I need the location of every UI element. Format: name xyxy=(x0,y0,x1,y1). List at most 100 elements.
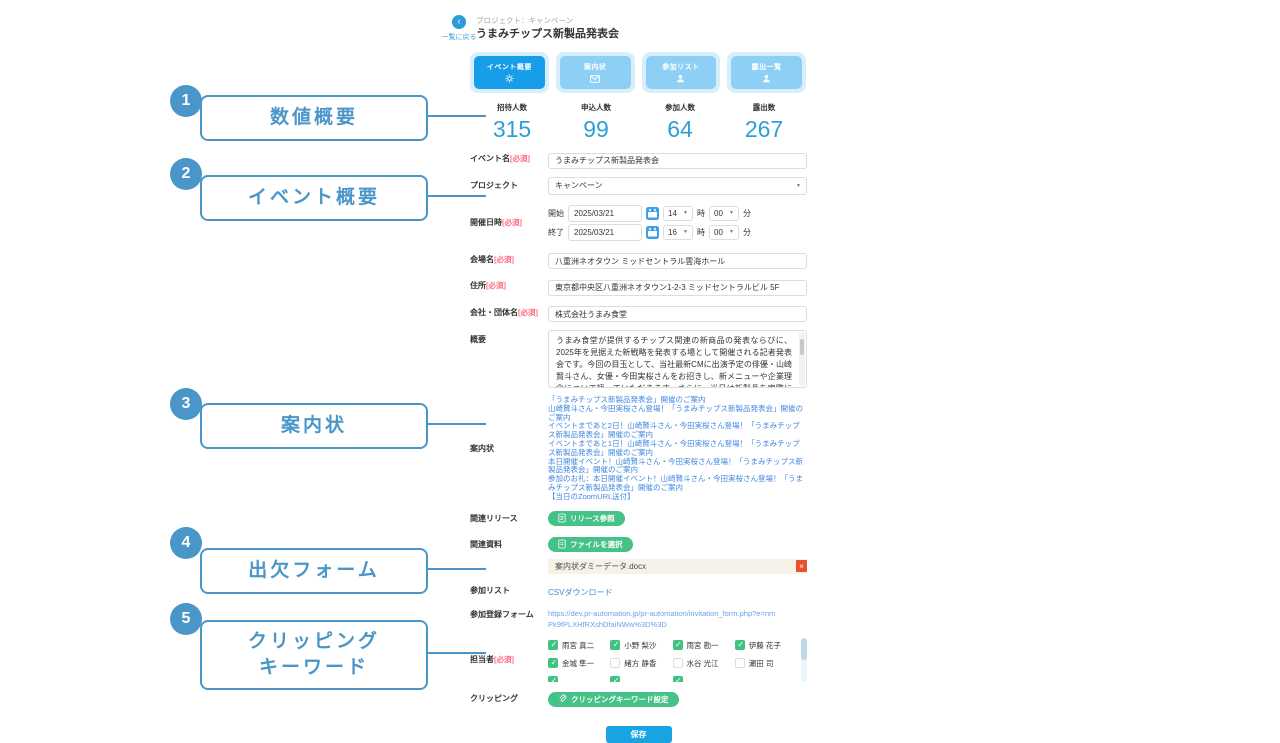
annotation-5-circle: 5 xyxy=(170,603,202,635)
invitation-link[interactable]: 参加のお礼：本日開催イベント！山崎賢斗さん・今田実桜さん登場！「うまみチップス新… xyxy=(548,474,803,492)
registration-form-url[interactable]: https://dev.pr-automation.jp/pr-automati… xyxy=(548,608,776,629)
annotation-2-box: イベント概要 xyxy=(200,175,428,221)
overview-label: 概要 xyxy=(470,335,486,344)
required-marker: [必須] xyxy=(494,654,514,664)
annotation-3-box: 案内状 xyxy=(200,403,428,449)
checkbox[interactable] xyxy=(734,658,745,669)
invitation-links: 「うまみチップス新製品発表会」開催のご案内 山崎賢斗さん・今田実桜さん登場！「う… xyxy=(548,395,807,502)
staff-checkbox-item[interactable] xyxy=(672,674,733,682)
invitation-link[interactable]: 山崎賢斗さん・今田実桜さん登場！「うまみチップス新製品発表会」開催のご案内 xyxy=(548,403,803,422)
required-marker: [必須] xyxy=(518,307,538,317)
venue-input[interactable] xyxy=(548,253,807,269)
invitation-link[interactable]: 本日開催イベント！山崎賢斗さん・今田実桜さん登場！「うまみチップス新製品発表会」… xyxy=(548,456,803,475)
release-label: 関連リリース xyxy=(470,513,518,523)
annotation-3-circle: 3 xyxy=(170,388,202,420)
event-name-label: イベント名 xyxy=(470,154,510,164)
project-label: プロジェクト xyxy=(470,180,518,190)
required-marker: [必須] xyxy=(494,254,514,264)
annotation-1-box: 数値概要 xyxy=(200,95,428,141)
chevron-down-icon: ▼ xyxy=(729,210,734,216)
hour-unit: 時 xyxy=(697,208,705,218)
invitation-link[interactable]: 「うまみチップス新製品発表会」開催のご案内 xyxy=(548,395,706,404)
company-label: 会社・団体名 xyxy=(470,307,518,317)
invitation-label: 案内状 xyxy=(470,443,494,453)
back-button[interactable]: ‹ xyxy=(452,15,466,29)
checkbox[interactable] xyxy=(734,640,745,651)
staff-checkbox-item[interactable]: 瀬田 司 xyxy=(734,656,795,671)
tab-participant-list-glow: 参加リスト xyxy=(641,52,721,93)
staff-checkbox-item[interactable]: 金城 隼一 xyxy=(548,656,608,671)
end-label: 終了 xyxy=(548,227,564,237)
checkbox[interactable] xyxy=(672,658,683,669)
tab-event-overview-glow: イベント概要 xyxy=(470,52,549,93)
start-date-input[interactable]: 2025/03/21 xyxy=(568,204,642,222)
staff-checkbox-item[interactable]: 水谷 光江 xyxy=(672,656,733,671)
annotation-1-circle: 1 xyxy=(170,85,202,117)
checkbox[interactable] xyxy=(548,676,558,682)
minute-unit: 分 xyxy=(743,227,751,237)
tab-event-overview[interactable]: イベント概要 xyxy=(474,56,545,89)
annotation-2-circle: 2 xyxy=(170,158,202,190)
staff-checkbox-item[interactable]: 雨宮 勘一 xyxy=(672,638,733,653)
company-input[interactable] xyxy=(548,306,807,322)
clipping-keyword-button[interactable]: クリッピングキーワード設定 xyxy=(548,691,679,707)
end-minute-select[interactable]: 00▼ xyxy=(709,224,739,240)
delete-file-button[interactable]: × xyxy=(796,560,807,573)
staff-scrollbar[interactable] xyxy=(801,637,807,682)
annotation-4-circle: 4 xyxy=(170,527,202,559)
checkbox[interactable] xyxy=(610,640,621,651)
registration-form-label: 参加登録フォーム xyxy=(470,609,534,619)
end-hour-select[interactable]: 16▼ xyxy=(663,224,693,240)
invitation-link[interactable]: イベントまであと1日！山崎賢斗さん・今田実桜さん登場！「うまみチップス新製品発表… xyxy=(548,438,800,457)
staff-checkbox-item[interactable] xyxy=(548,674,608,682)
end-date-input[interactable]: 2025/03/21 xyxy=(568,223,642,241)
event-name-input[interactable] xyxy=(548,152,807,169)
checkbox[interactable] xyxy=(672,676,683,682)
tab-exposure-list[interactable]: 露出一覧 xyxy=(731,56,802,89)
required-marker: [必須] xyxy=(502,217,522,227)
staff-checkbox-item[interactable] xyxy=(610,674,670,682)
tab-participant-list[interactable]: 参加リスト xyxy=(645,56,717,89)
annotation-1-connector xyxy=(426,115,486,117)
staff-checkbox-item[interactable]: 雨宮 真二 xyxy=(548,638,608,653)
chevron-down-icon: ▼ xyxy=(683,229,688,235)
project-select[interactable]: キャンペーン ▼ xyxy=(548,176,807,195)
csv-download-link[interactable]: CSVダウンロード xyxy=(548,587,613,597)
tab-bar: イベント概要 案内状 参加リスト 露出一覧 xyxy=(470,52,806,93)
calendar-icon[interactable] xyxy=(646,206,659,220)
checkbox[interactable] xyxy=(672,640,683,651)
checkbox[interactable] xyxy=(548,640,558,651)
overview-textarea[interactable]: うまみ食堂が提供するチップス関連の新商品の発表ならびに、2025年を見据えた新戦… xyxy=(548,330,807,388)
attached-file-name: 案内状ダミーデータ.docx xyxy=(555,561,647,571)
staff-checkbox-item[interactable]: 小野 梨沙 xyxy=(610,638,670,653)
overview-scrollbar[interactable] xyxy=(799,332,805,386)
checkbox[interactable] xyxy=(610,658,621,669)
start-minute-select[interactable]: 00▼ xyxy=(709,205,739,221)
release-reference-button[interactable]: リリース参照 xyxy=(548,511,625,527)
back-button-label[interactable]: 一覧に戻る xyxy=(441,34,477,41)
file-select-button[interactable]: ファイルを選択 xyxy=(548,537,633,553)
invitation-link[interactable]: イベントまであと2日！山崎賢斗さん・今田実桜さん登場！「うまみチップス新製品発表… xyxy=(548,421,800,440)
gear-icon xyxy=(505,74,514,83)
staff-checkbox-item[interactable]: 緒方 静香 xyxy=(610,656,670,671)
save-button[interactable]: 保存 xyxy=(605,725,672,743)
calendar-icon[interactable] xyxy=(646,225,659,239)
staff-checkbox-item[interactable]: 伊藤 花子 xyxy=(734,638,795,653)
address-input[interactable] xyxy=(548,279,807,296)
start-hour-select[interactable]: 14▼ xyxy=(663,205,693,221)
invitation-link[interactable]: 【当日のZoomURL送付】 xyxy=(548,491,635,501)
tab-invitation[interactable]: 案内状 xyxy=(559,56,631,89)
checkbox[interactable] xyxy=(548,658,558,669)
attached-file-row: 案内状ダミーデータ.docx × xyxy=(548,558,807,574)
document-icon xyxy=(558,513,566,525)
file-icon xyxy=(558,539,566,551)
checkbox[interactable] xyxy=(610,676,621,682)
annotation-4-connector xyxy=(426,568,486,570)
staff-checkbox-box: 雨宮 真二 小野 梨沙 雨宮 勘一 伊藤 花子 金城 隼一 緒方 静香 水谷 光… xyxy=(548,637,807,682)
chevron-left-icon: ‹ xyxy=(457,16,461,27)
paperclip-icon xyxy=(558,694,567,705)
